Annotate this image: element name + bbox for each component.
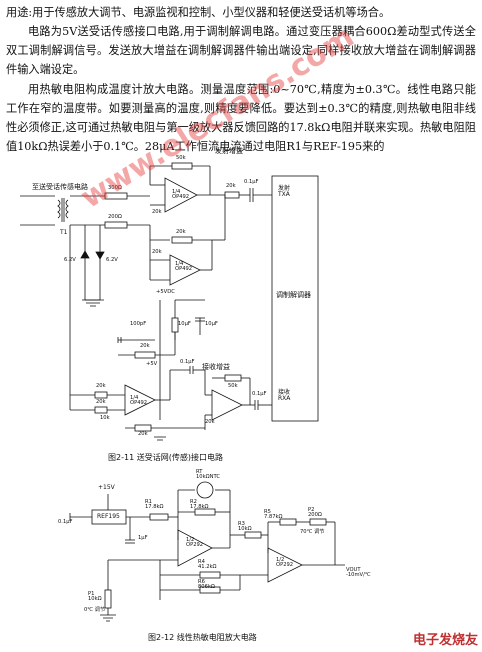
label-r20k-f: 20k <box>96 383 106 389</box>
label-rt: RT 10kΩNTC <box>196 469 220 481</box>
label-r20k-e: 20k <box>140 343 150 349</box>
label-p1: P1 10kΩ <box>88 591 102 603</box>
label-t1: T1 <box>60 229 68 236</box>
label-opamp-b: 1/4 OP492 <box>175 261 193 273</box>
label-r1: R1 17.8kΩ <box>145 499 164 511</box>
label-opamp-c: 1/4 OP492 <box>130 395 148 407</box>
label-15v: +15V <box>98 484 115 491</box>
label-zener-2: 6.2V <box>106 257 118 263</box>
label-opamp-a: 1/4 OP492 <box>172 189 190 201</box>
label-r2: R2 17.8kΩ <box>190 499 209 511</box>
label-r300: 300Ω <box>108 185 122 191</box>
label-c10u-a: 10μF <box>205 321 218 327</box>
label-r20k-c: 20k <box>176 229 186 235</box>
figure-2-11-caption: 图2-11 送受话网(传感)接口电路 <box>108 453 223 462</box>
label-tx-gain: 发射增益 <box>215 147 243 155</box>
figure-2-12-caption: 图2-12 线性热敏电阻放大电路 <box>148 633 257 642</box>
label-vdc: +5VDC <box>156 289 175 295</box>
label-r20k-d: 20k <box>152 249 162 255</box>
label-r200: 200Ω <box>108 214 122 220</box>
label-c01-b: 0.1μF <box>180 359 195 365</box>
label-p2: P2 200Ω <box>308 507 322 519</box>
label-zener-1: 6.2V <box>64 257 76 263</box>
site-logo: 电子发烧友 <box>412 633 478 648</box>
label-rx-gain: 接收增益 <box>202 363 230 371</box>
label-c01-a: 0.1μF <box>244 179 259 185</box>
label-line-in: 至送受话传感电路 <box>32 183 88 191</box>
label-r3: R3 10kΩ <box>238 521 252 533</box>
label-r20k-a: 20k <box>226 183 236 189</box>
label-70c-adjust: 70℃ 调节 <box>300 529 325 535</box>
label-vout: VOUT -10mV/℃ <box>346 567 371 579</box>
label-modem: 调制解调器 <box>276 291 311 299</box>
label-c01-fig2: 0.1μF <box>58 519 73 525</box>
label-r6: R6 806kΩ <box>198 579 215 591</box>
label-r5: R5 7.87kΩ <box>264 509 283 521</box>
label-r50k-b: 50k <box>228 383 238 389</box>
label-c10u-b: 10μF <box>178 321 191 327</box>
label-c1u: 1μF <box>138 535 148 541</box>
paragraph-usage: 用途:用于传感放大调节、电源监视和控制、小型仪器和轻便送受话机等场合。 <box>6 6 391 19</box>
label-r10k: 10k <box>100 415 110 421</box>
label-c01-c: 0.1μF <box>252 391 267 397</box>
paragraph-thermometer: 用热敏电阻构成温度计放大电路。测量温度范围:0~70℃,精度为±0.3℃。线性电… <box>6 83 476 153</box>
paragraph-circuit-desc: 电路为5V送受话传感接口电路,用于调制解调电路。通过变压器耦合600Ω差动型式传… <box>6 25 476 76</box>
label-r50k-top: 50k <box>176 155 186 161</box>
label-opamp-1: 1/2 OP292 <box>186 537 204 549</box>
label-r20k-h: 20k <box>205 419 215 425</box>
label-0c-adjust: 0℃ 调节 <box>84 607 106 613</box>
label-plus5v: +5V <box>146 361 158 367</box>
label-r20k-b: 20k <box>152 209 162 215</box>
label-ref195: REF195 <box>97 513 120 520</box>
label-txa: 发射 TXA <box>278 185 291 198</box>
label-opamp-2: 1/2 OP292 <box>276 557 294 569</box>
label-r20k-g: 20k <box>96 399 106 405</box>
label-r20k-i: 20k <box>138 431 148 437</box>
label-r4: R4 41.2kΩ <box>198 559 217 571</box>
label-rxa: 接收 RXA <box>278 389 291 402</box>
label-c100p: 100pF <box>130 321 147 327</box>
